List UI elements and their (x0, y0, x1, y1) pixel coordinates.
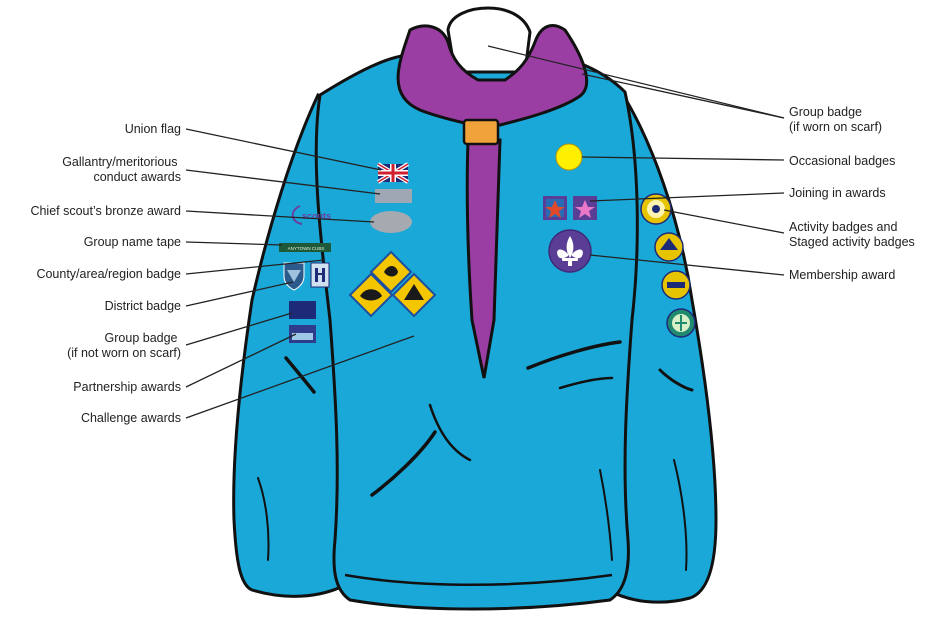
activity-badge-4 (666, 308, 696, 338)
neck-opening (446, 6, 532, 74)
occasional-badge (555, 143, 583, 171)
label-group-badge-left: Group badge (if not worn on scarf) (67, 331, 181, 360)
label-occasional-badges: Occasional badges (789, 154, 895, 168)
name-tape-text: ANYTOWN CUBS (288, 246, 325, 251)
label-chief-scout-bronze: Chief scout’s bronze award (30, 204, 181, 218)
label-activity-badges: Activity badges and Staged activity badg… (789, 220, 915, 249)
activity-badge-2 (654, 232, 684, 262)
crease-lines (257, 340, 694, 571)
waistband-line (344, 573, 613, 586)
labels-right: Group badge (if worn on scarf) Occasiona… (789, 105, 915, 282)
scarf-tail (465, 138, 502, 379)
scarf (396, 24, 589, 379)
challenge-award-2 (348, 272, 394, 318)
woggle (462, 118, 500, 146)
challenge-award-3 (391, 272, 437, 318)
group-badge-left (289, 325, 316, 343)
label-membership-award: Membership award (789, 268, 895, 282)
leader-line-scarf (581, 73, 785, 119)
group-name-tape-badge: ANYTOWN CUBS (279, 243, 331, 252)
labels-left: Union flag Gallantry/meritorious conduct… (30, 122, 181, 425)
scouts-logo-text: scouts (302, 211, 331, 221)
scarf-collar (396, 24, 589, 127)
challenge-award-1 (369, 250, 413, 294)
fleur-de-lis-icon (557, 236, 583, 266)
activity-badges (640, 193, 696, 338)
label-group-name-tape: Group name tape (84, 235, 181, 249)
label-district-badge: District badge (105, 299, 181, 313)
union-flag-icon (376, 162, 410, 184)
label-gallantry: Gallantry/meritorious conduct awards (62, 155, 181, 184)
chief-scout-bronze-badge (370, 211, 412, 233)
leader-lines (185, 45, 785, 419)
label-joining-in-awards: Joining in awards (789, 186, 886, 200)
label-group-badge-right: Group badge (if worn on scarf) (789, 105, 882, 134)
district-badge (289, 301, 316, 319)
joining-in-award-1 (543, 196, 567, 220)
membership-award (548, 229, 592, 273)
label-challenge-awards: Challenge awards (81, 411, 181, 425)
joining-in-award-2 (573, 196, 597, 220)
activity-badge-3 (661, 270, 691, 300)
star-icon (545, 200, 565, 218)
scouts-logo: scouts (291, 205, 331, 225)
activity-badge-1 (640, 193, 672, 225)
star-icon (575, 200, 595, 218)
challenge-awards (348, 250, 437, 318)
label-partnership-awards: Partnership awards (73, 380, 181, 394)
label-county-badge: County/area/region badge (36, 267, 181, 281)
county-badge-alt (310, 262, 330, 288)
gallantry-award-badge (375, 189, 412, 203)
label-union-flag: Union flag (125, 122, 181, 136)
